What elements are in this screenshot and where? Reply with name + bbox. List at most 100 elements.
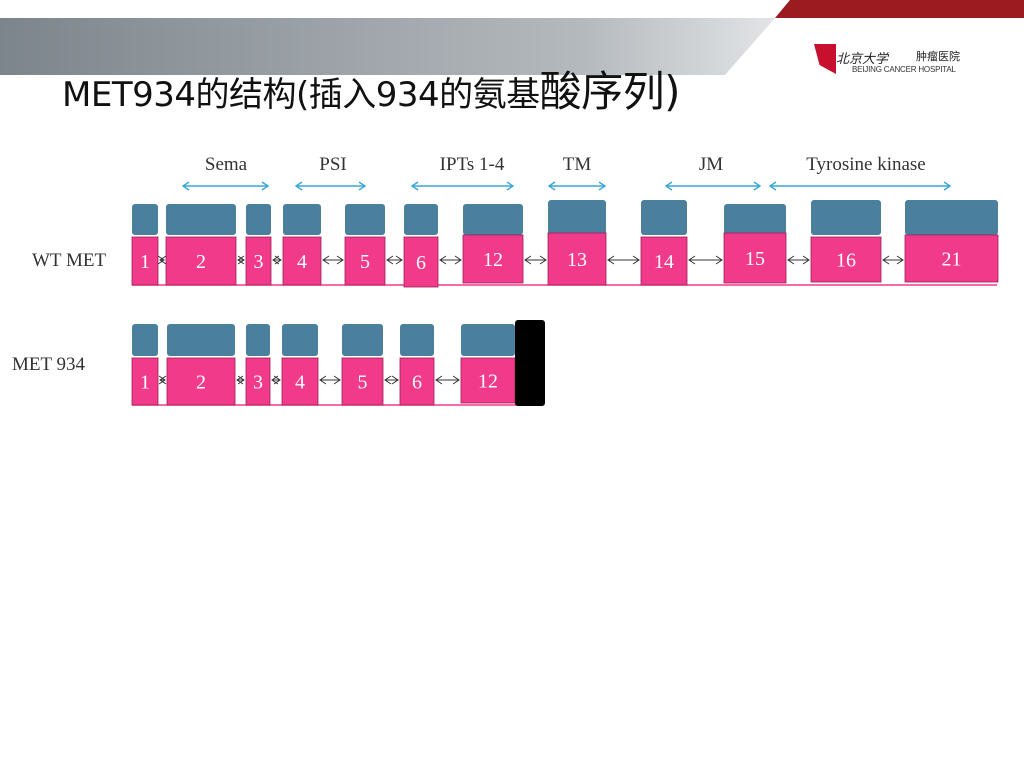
- exon-label: 3: [254, 251, 264, 273]
- exon-label: 5: [358, 372, 368, 394]
- intron-link: [158, 375, 167, 385]
- domain-label: TM: [563, 154, 592, 175]
- intron-link: [439, 255, 462, 265]
- exon-cap: [811, 200, 881, 235]
- exon-cap: [548, 200, 606, 235]
- intron-link: [787, 255, 810, 265]
- exon-cap: [246, 324, 270, 356]
- intron-link: [157, 255, 167, 265]
- exon-cap: [166, 204, 236, 235]
- exon-label: 4: [295, 372, 305, 394]
- domain-label: IPTs 1-4: [440, 154, 505, 175]
- exon-cap: [400, 324, 434, 356]
- exon-box: [166, 357, 236, 406]
- intron-link: [524, 255, 547, 265]
- slide-title-main: MET934的结构(插入934的氨基: [62, 75, 540, 115]
- exon-cap: [641, 200, 687, 235]
- intron-link: [272, 255, 282, 265]
- exon-cap: [461, 324, 515, 356]
- intron-link: [435, 375, 460, 385]
- exon-cap: [463, 204, 523, 235]
- exon-label: 14: [654, 251, 674, 273]
- domain-label: PSI: [319, 154, 346, 175]
- intron-link: [237, 255, 245, 265]
- exon-label: 16: [836, 250, 856, 272]
- intron-link: [882, 255, 904, 265]
- domain-arrow: [410, 181, 515, 191]
- hospital-logo: 北京大学 肿瘤医院 BEIJING CANCER HOSPITAL: [808, 40, 978, 80]
- logo-name-en: BEIJING CANCER HOSPITAL: [852, 65, 956, 74]
- exon-box: [281, 357, 319, 406]
- exon-label: 12: [478, 371, 498, 393]
- exon-label: 5: [360, 251, 370, 273]
- exon-cap: [132, 324, 158, 356]
- intron-link: [688, 255, 723, 265]
- exon-label: 15: [745, 248, 765, 270]
- intron-link: [319, 375, 341, 385]
- exon-box: [341, 357, 384, 406]
- intron-link: [607, 255, 640, 265]
- domain-label: Sema: [205, 154, 248, 175]
- intron-link: [236, 375, 245, 385]
- slide-title-emphasis: 酸序列): [539, 67, 681, 116]
- intron-link: [322, 255, 344, 265]
- exon-label: 2: [196, 372, 206, 394]
- exon-label: 6: [412, 372, 422, 394]
- exon-label: 13: [567, 249, 587, 271]
- exon-box: [462, 234, 524, 284]
- exon-box: [904, 234, 999, 283]
- redaction-block: [515, 320, 545, 406]
- row-label: MET 934: [12, 354, 86, 375]
- exon-cap: [345, 204, 385, 235]
- exon-cap: [282, 324, 318, 356]
- domain-arrow: [181, 181, 270, 191]
- exon-label: 3: [253, 372, 263, 394]
- exon-cap: [404, 204, 438, 235]
- banner-red-band: [775, 0, 1024, 18]
- logo-signature: 北京大学: [836, 52, 889, 67]
- exon-label: 4: [297, 251, 307, 273]
- exon-label: 1: [140, 372, 150, 394]
- slide-header-banner: [0, 0, 1024, 75]
- exon-box: [399, 357, 435, 406]
- exon-box: [547, 232, 607, 286]
- exon-box: [282, 236, 322, 286]
- domain-arrow: [664, 181, 762, 191]
- intron-link: [384, 375, 399, 385]
- exon-box: [723, 232, 787, 284]
- exon-box: [344, 236, 386, 286]
- exon-label: 21: [942, 249, 962, 271]
- domain-arrow: [768, 181, 952, 191]
- exon-box: [131, 236, 159, 286]
- banner-gray-band: [0, 18, 775, 75]
- exon-label: 1: [140, 251, 150, 273]
- exon-box: [810, 236, 882, 283]
- exon-cap: [905, 200, 998, 235]
- exon-cap: [283, 204, 321, 235]
- intron-link: [271, 375, 281, 385]
- exon-box: [403, 236, 439, 288]
- slide-title: MET934的结构(插入934的氨基酸序列): [62, 58, 681, 119]
- intron-link: [386, 255, 403, 265]
- exon-box: [165, 236, 237, 286]
- domain-arrow: [294, 181, 367, 191]
- domain-label: Tyrosine kinase: [806, 154, 926, 175]
- exon-cap: [724, 204, 786, 235]
- exon-cap: [246, 204, 271, 235]
- exon-box: [245, 236, 272, 286]
- exon-label: 12: [483, 249, 503, 271]
- exon-box: [245, 357, 271, 406]
- exon-label: 2: [196, 251, 206, 273]
- exon-box: [640, 236, 688, 286]
- logo-name-cn: 肿瘤医院: [916, 51, 960, 63]
- exon-box: [460, 357, 516, 404]
- row-label: WT MET: [32, 250, 106, 271]
- domain-label: JM: [699, 154, 723, 175]
- exon-box: [131, 357, 159, 406]
- exon-cap: [167, 324, 235, 356]
- exon-cap: [342, 324, 383, 356]
- exon-label: 6: [416, 252, 426, 274]
- exon-cap: [132, 204, 158, 235]
- domain-arrow: [547, 181, 607, 191]
